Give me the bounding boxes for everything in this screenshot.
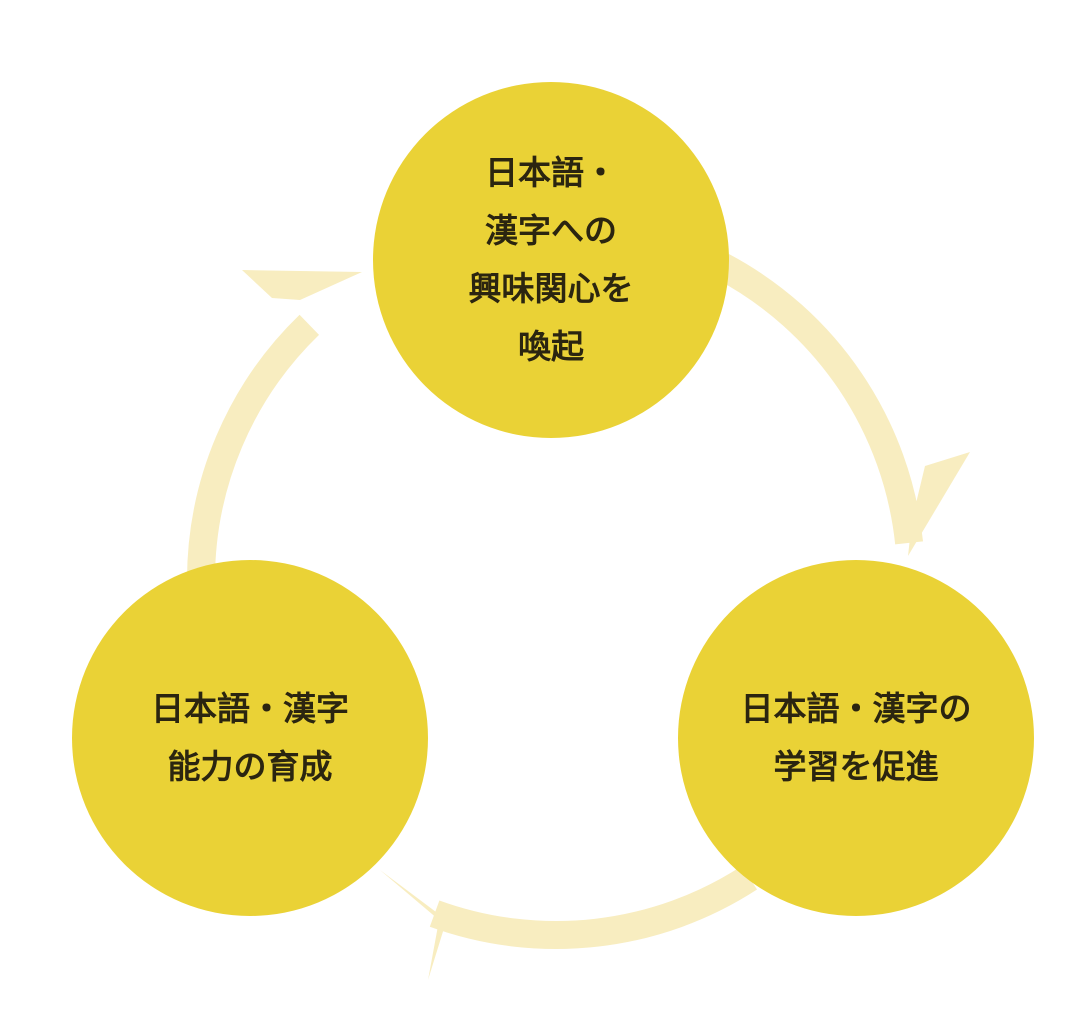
- node-ability-label: 日本語・漢字 能力の育成: [151, 689, 349, 786]
- arrow-top-to-right: [716, 254, 924, 545]
- node-ability: 日本語・漢字 能力の育成: [72, 560, 428, 916]
- node-interest-label: 日本語・ 漢字への 興味関心を 喚起: [468, 153, 634, 366]
- node-learning: 日本語・漢字の 学習を促進: [678, 560, 1034, 916]
- arrowhead-left: [242, 270, 362, 300]
- arrow-right-to-left: [429, 866, 758, 950]
- arrowhead-right: [908, 452, 970, 556]
- node-interest: 日本語・ 漢字への 興味関心を 喚起: [373, 82, 729, 438]
- node-learning-label: 日本語・漢字の 学習を促進: [740, 689, 972, 786]
- arrow-left-to-top: [187, 314, 320, 581]
